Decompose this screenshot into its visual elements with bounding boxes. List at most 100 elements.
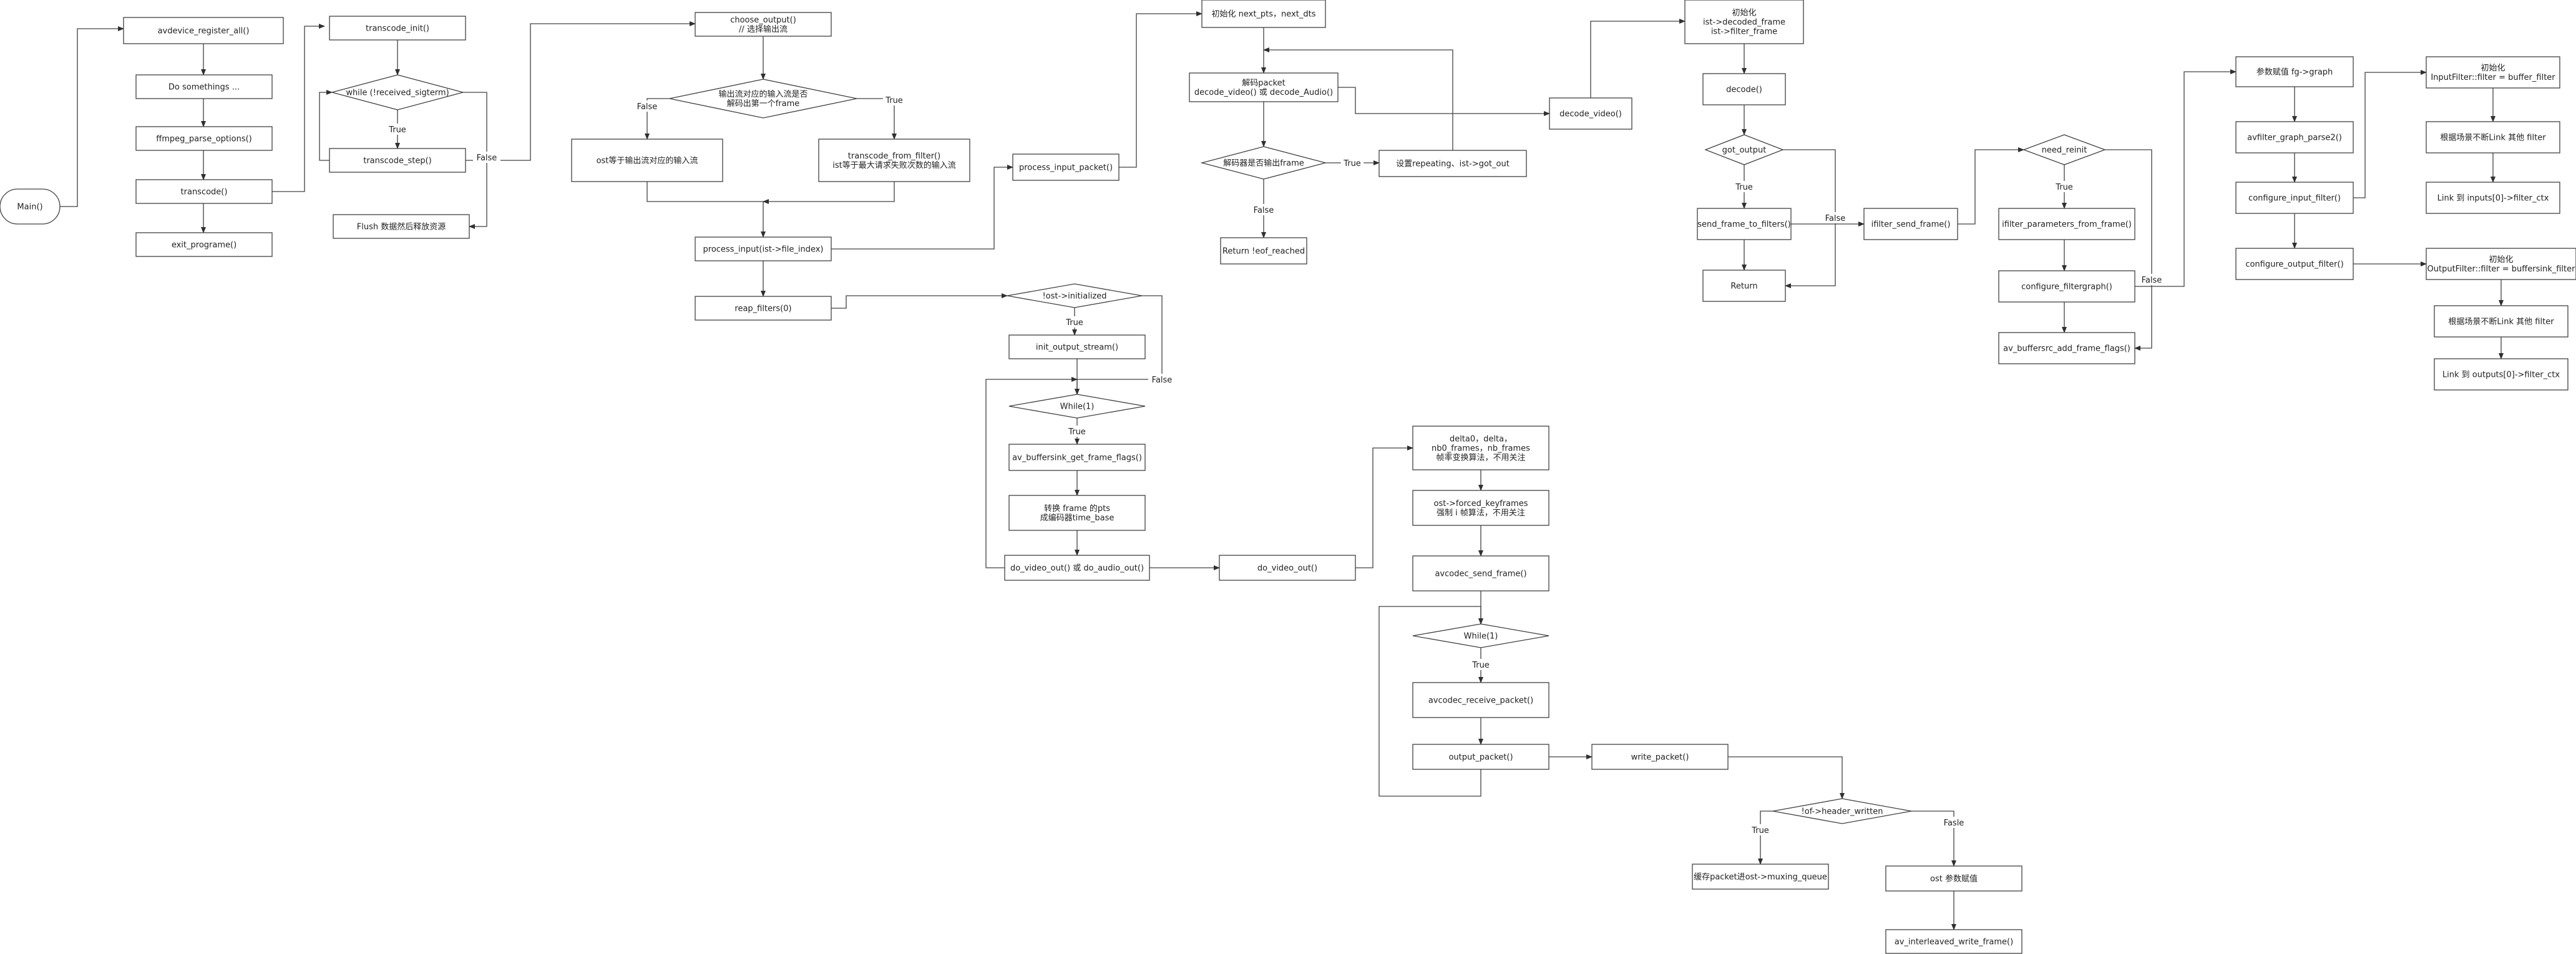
node-shape <box>1412 744 1549 770</box>
node-shape <box>1885 865 2022 892</box>
edge-label-background <box>633 100 661 112</box>
node-text: write_packet() <box>1631 753 1689 762</box>
node-while1-b: While(1) <box>1412 623 1549 648</box>
node-params-fg-graph: 参数赋值 fg->graph <box>2235 56 2354 87</box>
edge-arrow <box>831 165 1013 250</box>
node-shape <box>695 12 832 37</box>
node-cache-packet: 缓存packet进ost->muxing_queue <box>1692 864 1829 890</box>
node-shape <box>695 296 832 321</box>
node-text: decode_video() 或 decode_Audio() <box>1194 88 1333 97</box>
edge-arrow <box>1338 87 1550 116</box>
node-configure-input-filter: configure_input_filter() <box>2235 182 2354 214</box>
node-shape <box>571 139 723 182</box>
node-text: !of->header_written <box>1802 807 1883 817</box>
edge-arrow <box>645 98 670 140</box>
node-text: Flush 数据然后释放资源 <box>357 222 446 232</box>
node-send-frame-to-filters: send_frame_to_filters() <box>1697 208 1792 240</box>
node-return-eof: Return !eof_reached <box>1220 237 1307 265</box>
edge-arrow <box>272 24 325 192</box>
edge-arrow <box>1590 19 1686 98</box>
node-text: 初始化 <box>1732 9 1756 18</box>
node-avfilter-graph-parse2: avfilter_graph_parse2() <box>2235 121 2354 153</box>
node-shape <box>1697 208 1792 240</box>
node-text: 转换 frame 的pts <box>1044 504 1110 514</box>
node-text: transcode_from_filter() <box>848 152 940 161</box>
node-text: Link 到 inputs[0]->filter_ctx <box>2437 194 2549 203</box>
node-decode: decode() <box>1702 73 1786 105</box>
node-av-buffersrc-add: av_buffersrc_add_frame_flags() <box>1998 332 2135 364</box>
node-ost-params: ost 参数赋值 <box>1885 865 2022 892</box>
node-text: transcode() <box>181 188 228 197</box>
node-process-input-packet: process_input_packet() <box>1012 153 1120 181</box>
node-shape <box>1004 555 1150 581</box>
node-shape <box>1549 97 1632 130</box>
edge-arrow <box>319 90 333 161</box>
node-link-inputs: Link 到 inputs[0]->filter_ctx <box>2426 182 2560 214</box>
node-shape <box>1702 73 1786 105</box>
node-decode-video: decode_video() <box>1549 97 1632 130</box>
edge-label-background <box>1063 316 1086 328</box>
node-text: 解码出第一个frame <box>727 99 800 109</box>
edge-label: False <box>637 102 658 112</box>
edge-label-background <box>1749 824 1772 835</box>
edge-arrow <box>1758 810 1773 865</box>
node-decoded-frame: 解码器是否输出frame <box>1200 146 1327 180</box>
node-avcodec-receive: avcodec_receive_packet() <box>1412 682 1549 718</box>
node-init-next-pts: 初始化 next_pts，next_dts <box>1201 0 1326 28</box>
node-shape <box>2235 182 2354 214</box>
node-shape <box>135 232 273 257</box>
node-shape <box>1008 334 1146 359</box>
edge-label: False <box>1254 206 1274 215</box>
node-text: process_input_packet() <box>1019 163 1113 173</box>
edge-label-background <box>882 94 906 105</box>
node-text: do_video_out() <box>1257 564 1317 573</box>
node-write-packet: write_packet() <box>1591 744 1729 770</box>
node-shape <box>2426 248 2576 280</box>
edge-arrow <box>1355 445 1413 568</box>
node-shape <box>1412 682 1549 718</box>
node-text: While(1) <box>1464 632 1498 641</box>
node-text: While(1) <box>1060 402 1095 412</box>
node-shape <box>135 126 273 151</box>
node-shape <box>2235 121 2354 153</box>
edge-label: True <box>1068 427 1086 437</box>
node-text: 缓存packet进ost->muxing_queue <box>1694 873 1827 882</box>
node-shape <box>0 188 61 225</box>
edge-label-background <box>1469 659 1493 670</box>
node-text: configure_input_filter() <box>2248 194 2341 203</box>
node-shape <box>333 214 470 239</box>
node-av-buffersink-get: av_buffersink_get_frame_flags() <box>1008 444 1146 471</box>
node-text: transcode_step() <box>363 157 432 166</box>
node-text: 设置repeating、ist->got_out <box>1396 160 1510 169</box>
node-text: OutputFilter::filter = buffersink_filter <box>2427 265 2576 274</box>
node-shape <box>1684 0 1804 44</box>
node-shape <box>1692 864 1829 890</box>
edge-labels-layer: TrueFalseFalseTrueTrueFalseTrueFalseTrue… <box>386 94 2165 835</box>
edge-arrow <box>646 182 766 238</box>
node-shape <box>1702 270 1786 302</box>
node-shape <box>1012 153 1120 181</box>
node-choose-output: choose_output()// 选择输出流 <box>695 12 832 37</box>
node-text: transcode_init() <box>366 24 429 34</box>
node-text: ost->forced_keyframes <box>1434 499 1528 509</box>
node-flush: Flush 数据然后释放资源 <box>333 214 470 239</box>
node-header-written: !of->header_written <box>1772 798 1912 824</box>
node-shape <box>135 179 273 204</box>
node-text: 根据场景不断Link 其他 filter <box>2448 318 2554 327</box>
node-transcode-from-filter: transcode_from_filter()ist等于最大请求失败次数的输入流 <box>818 139 970 182</box>
node-delta: delta0，delta，nb0_frames，nb_frames帧率变换算法，… <box>1412 426 1549 470</box>
node-shape <box>1008 444 1146 471</box>
edge-label: False <box>1825 214 1846 223</box>
edge-label-background <box>1940 817 1968 828</box>
node-text: 根据场景不断Link 其他 filter <box>2440 134 2546 143</box>
node-shape <box>1863 208 1958 240</box>
node-text: delta0，delta， <box>1450 435 1512 444</box>
node-text: while (!received_sigterm) <box>346 89 449 98</box>
edge-arrow <box>763 182 895 204</box>
